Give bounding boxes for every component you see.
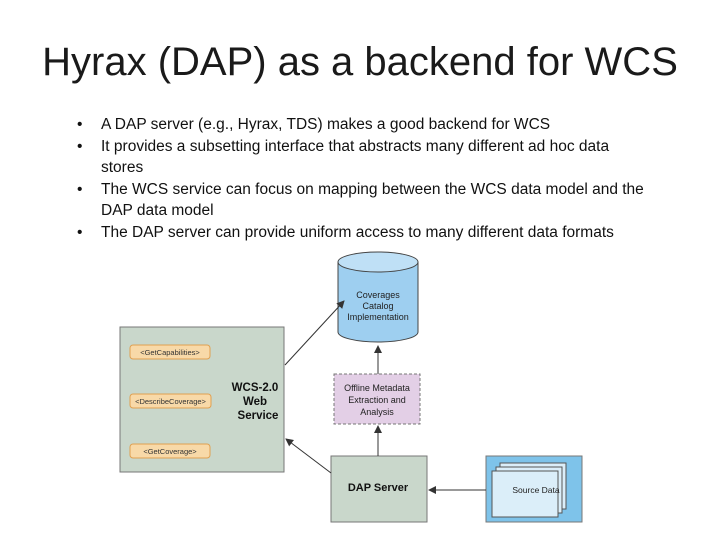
arrows: [284, 300, 486, 494]
wcs-line: Web: [243, 396, 267, 408]
catalog-line: Implementation: [347, 312, 409, 322]
slide-title: Hyrax (DAP) as a backend for WCS: [42, 40, 678, 84]
dap-server-box: DAP Server: [330, 455, 428, 523]
describe-coverage-operation: <DescribeCoverage>: [129, 393, 212, 409]
arrow-wcs-to-catalog: [284, 300, 345, 366]
dap-server-label: DAP Server: [348, 482, 409, 494]
bullet-item: The DAP server can provide uniform acces…: [74, 222, 654, 244]
metadata-line: Extraction and: [348, 395, 406, 405]
bullet-item: The WCS service can focus on mapping bet…: [74, 179, 654, 222]
catalog-line: Catalog: [362, 301, 393, 311]
bullet-list: A DAP server (e.g., Hyrax, TDS) makes a …: [74, 114, 654, 243]
catalog-line: Coverages: [356, 290, 400, 300]
metadata-line: Analysis: [360, 407, 394, 417]
source-data-box: Source Data: [485, 455, 583, 523]
operation-label: <GetCapabilities>: [140, 348, 200, 357]
get-coverage-operation: <GetCoverage>: [129, 443, 211, 459]
metadata-extraction-box: Offline Metadata Extraction and Analysis: [333, 373, 421, 425]
bullet-item: It provides a subsetting interface that …: [74, 136, 654, 179]
source-data-label: Source Data: [512, 485, 560, 495]
operation-label: <GetCoverage>: [143, 447, 197, 456]
bullet-item: A DAP server (e.g., Hyrax, TDS) makes a …: [74, 114, 654, 136]
operation-label: <DescribeCoverage>: [135, 397, 206, 406]
arrow-dap-to-wcs: [285, 438, 332, 474]
get-capabilities-operation: <GetCapabilities>: [129, 344, 211, 360]
wcs-line: WCS-2.0: [232, 382, 279, 394]
wcs-line: Service: [238, 410, 279, 422]
metadata-line: Offline Metadata: [344, 383, 410, 393]
catalog-cylinder: Coverages Catalog Implementation: [337, 251, 419, 343]
